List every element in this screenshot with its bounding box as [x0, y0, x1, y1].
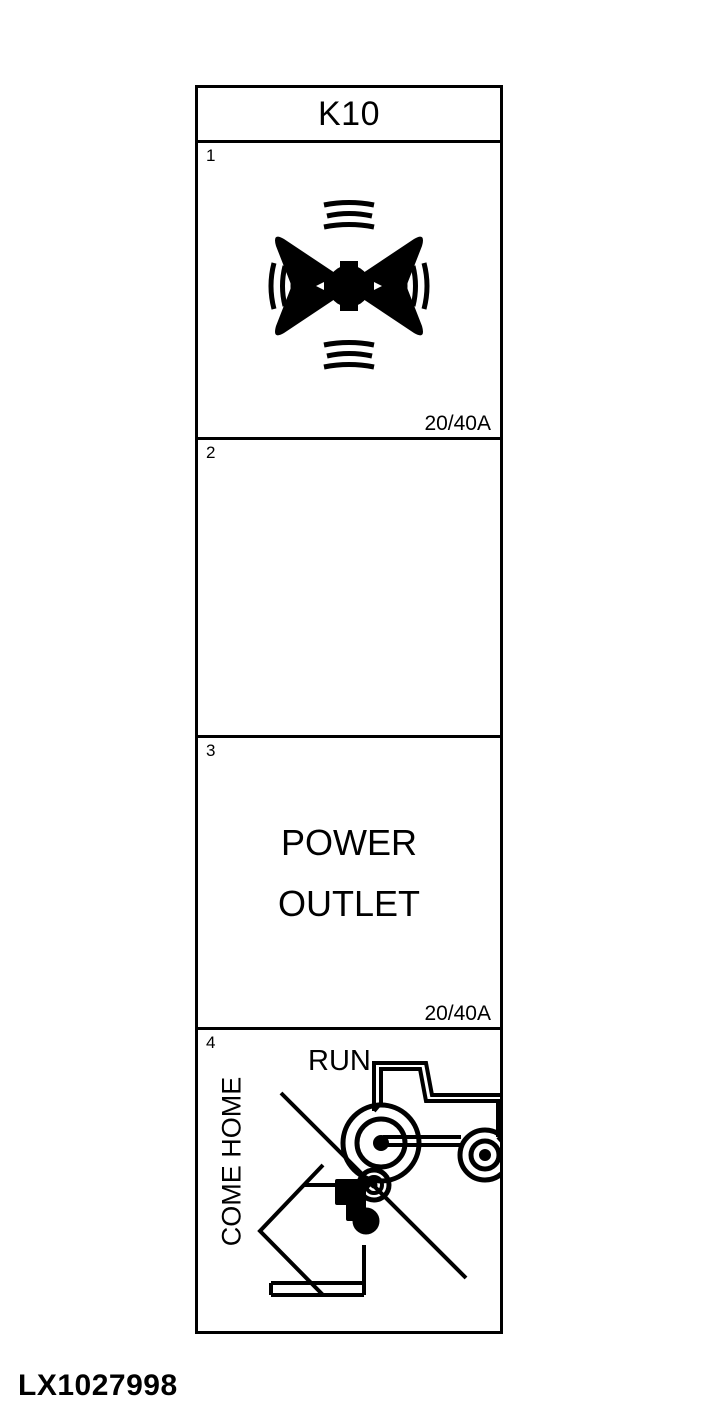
power-outlet-label: POWER OUTLET [198, 812, 500, 934]
cell-rating-1: 20/40A [424, 411, 491, 435]
come-home-run-graphic [257, 1061, 500, 1297]
legend-header: K10 [198, 88, 500, 143]
fuse-legend-table: K10 1 [195, 85, 503, 1334]
power-outlet-line-1: POWER [280, 822, 417, 863]
legend-cell-3: 3 POWER OUTLET 20/40A [198, 738, 500, 1030]
legend-header-title: K10 [318, 95, 380, 133]
part-number-label: LX1027998 [18, 1369, 178, 1402]
cell-number-4: 4 [206, 1033, 216, 1052]
cell-rating-3: 20/40A [424, 1001, 491, 1025]
fan-blower-icon [254, 191, 444, 381]
power-outlet-line-2: OUTLET [277, 883, 420, 924]
legend-cell-1: 1 [198, 143, 500, 440]
cell-number-1: 1 [206, 146, 216, 165]
cell-number-3: 3 [206, 741, 216, 760]
legend-cell-4: 4 COME HOME RUN [198, 1030, 500, 1328]
run-label: RUN [308, 1045, 371, 1077]
cell-number-2: 2 [206, 443, 216, 462]
small-tractor-icon [335, 1167, 392, 1235]
legend-cell-2: 2 [198, 440, 500, 738]
tractor-icon [340, 1061, 500, 1184]
